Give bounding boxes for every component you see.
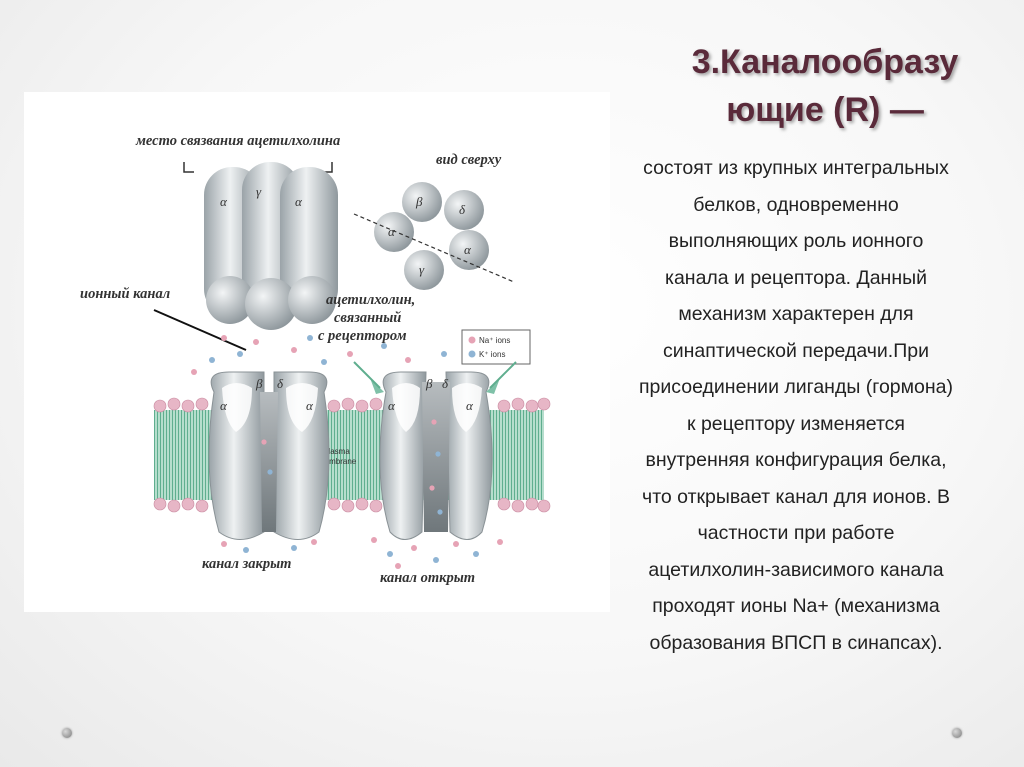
- body-line: внутренняя конфигурация белка,: [596, 442, 996, 479]
- decorative-dot: [952, 728, 962, 738]
- svg-text:γ: γ: [419, 262, 425, 277]
- svg-text:γ: γ: [256, 184, 262, 199]
- body-line: к рецептору изменяется: [596, 406, 996, 443]
- svg-text:α: α: [464, 242, 472, 257]
- decorative-dot: [62, 728, 72, 738]
- ach-bound-label-2: связанный: [334, 310, 401, 326]
- svg-text:α: α: [466, 398, 474, 413]
- body-line: частности при работе: [596, 515, 996, 552]
- closed-channel: α β δ α: [209, 372, 329, 540]
- slide-title: 3.Каналообразу ющие (R) —: [640, 38, 1010, 134]
- svg-text:δ: δ: [442, 376, 449, 391]
- ion-channel-label: ионный канал: [80, 286, 170, 302]
- body-line: присоединении лиганды (гормона): [596, 369, 996, 406]
- legend-na: Na⁺ ions: [479, 336, 510, 345]
- svg-text:α: α: [388, 398, 396, 413]
- top-view-label: вид сверху: [436, 152, 502, 168]
- slide-body-text: состоят из крупных интегральных белков, …: [596, 150, 996, 661]
- body-line: проходят ионы Na+ (механизма: [596, 588, 996, 625]
- ach-bound-label-3: с рецептором: [318, 328, 407, 344]
- svg-text:β: β: [255, 376, 263, 391]
- channel-open-label: канал открыт: [380, 570, 475, 586]
- channel-closed-label: канал закрыт: [202, 556, 291, 572]
- body-line: состоят из крупных интегральных: [596, 150, 996, 187]
- legend-k: K⁺ ions: [479, 350, 505, 359]
- body-line: выполняющих роль ионного: [596, 223, 996, 260]
- receptor-side-view: α γ α: [204, 162, 338, 330]
- svg-text:α: α: [220, 398, 228, 413]
- binding-site-label: место связвания ацетилхолина: [135, 133, 340, 149]
- body-line: канала и рецептора. Данный: [596, 260, 996, 297]
- receptor-top-view: β δ α γ α: [354, 182, 514, 290]
- body-line: образования ВПСП в синапсах).: [596, 625, 996, 662]
- svg-text:α: α: [306, 398, 314, 413]
- receptor-channel-figure: место связвания ацетилхолина α γ α вид с…: [24, 92, 610, 612]
- body-line: механизм характерен для: [596, 296, 996, 333]
- title-line-2: ющие (R) —: [640, 86, 1010, 134]
- body-line: ацетилхолин-зависимого канала: [596, 552, 996, 589]
- svg-text:δ: δ: [459, 202, 466, 217]
- body-line: синаптической передачи.При: [596, 333, 996, 370]
- svg-text:α: α: [220, 194, 228, 209]
- body-line: белков, одновременно: [596, 187, 996, 224]
- svg-text:β: β: [415, 194, 423, 209]
- ion-legend: Na⁺ ions K⁺ ions: [462, 330, 530, 364]
- svg-text:α: α: [295, 194, 303, 209]
- ach-bound-label-1: ацетилхолин,: [326, 292, 415, 308]
- figure-drawing: место связвания ацетилхолина α γ α вид с…: [24, 92, 610, 612]
- svg-text:δ: δ: [277, 376, 284, 391]
- body-line: что открывает канал для ионов. В: [596, 479, 996, 516]
- svg-text:β: β: [425, 376, 433, 391]
- bracket-left: [184, 162, 194, 172]
- title-line-1: 3.Каналообразу: [640, 38, 1010, 86]
